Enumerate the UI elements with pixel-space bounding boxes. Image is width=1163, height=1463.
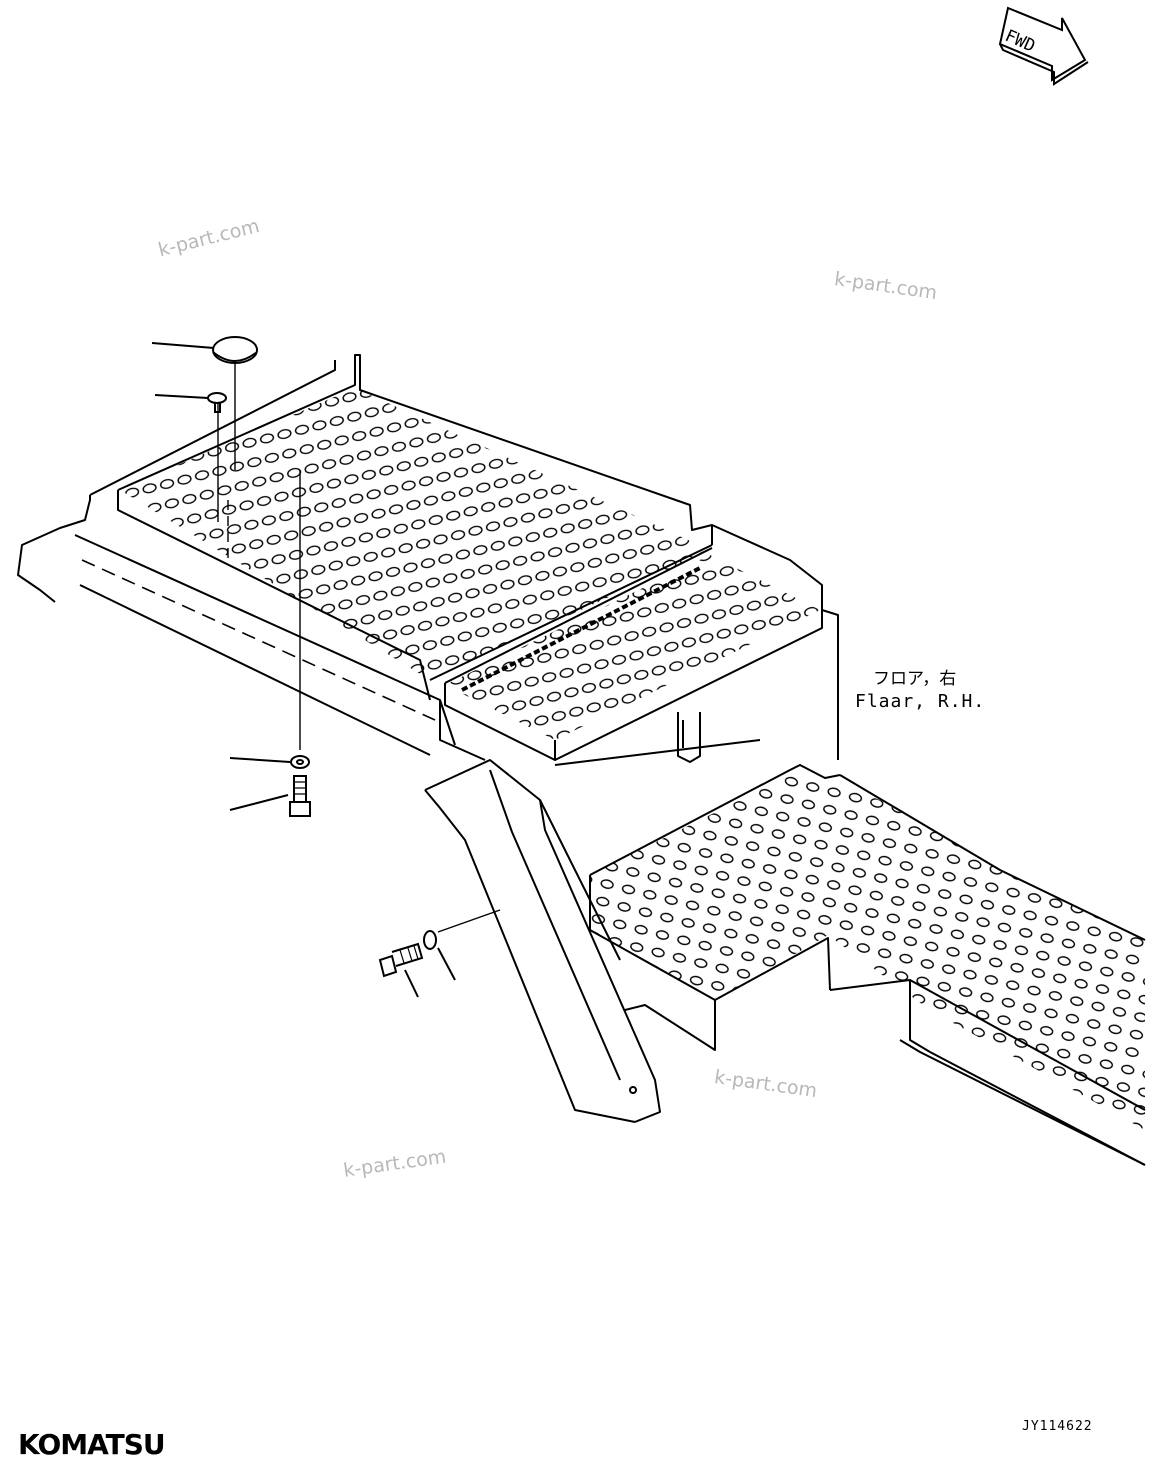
washer-small-icon — [423, 930, 437, 950]
fwd-arrow-icon — [998, 6, 1089, 86]
komatsu-logo: KOMATSU — [18, 1428, 166, 1461]
clip-icon — [207, 392, 227, 413]
part-label-english: Flaar, R.H. — [855, 691, 986, 712]
drawing-code: JY114622 — [1022, 1419, 1093, 1434]
bolt-icon — [289, 775, 311, 817]
cap-plug-icon — [212, 336, 258, 364]
step-frame — [424, 759, 716, 1123]
part-label-japanese: フロア，右 — [873, 669, 957, 689]
callouts — [151, 342, 501, 998]
bolt-horizontal-icon — [378, 942, 424, 978]
lower-step-plate — [589, 764, 1146, 1166]
floor-plate-rh — [17, 354, 839, 766]
washer-icon — [290, 755, 310, 769]
